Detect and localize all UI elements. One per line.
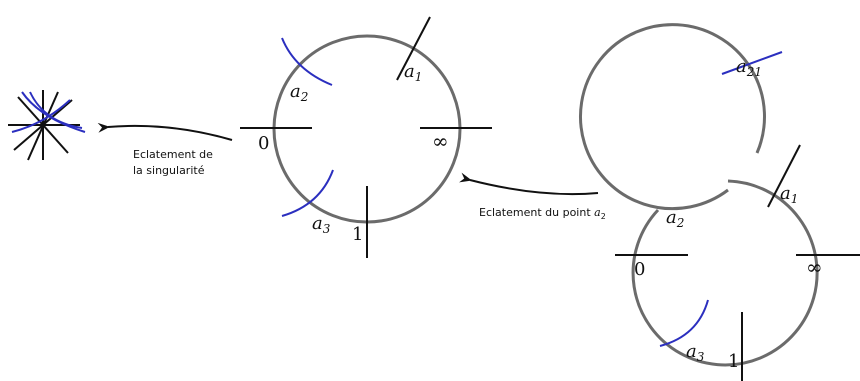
star-blue-curve-1	[21, 91, 86, 133]
middle-label-a1: a1	[404, 61, 422, 84]
right-curve-a21	[721, 51, 783, 75]
right-label-one: 1	[728, 351, 739, 372]
middle-curve-a3	[281, 169, 334, 217]
right-label-a2: a2	[666, 207, 684, 230]
right-label-a21: a21	[736, 56, 762, 79]
right-second-exceptional-divisor	[579, 23, 766, 211]
star-diagonal-line-3	[27, 91, 59, 161]
caption-blowup-point: Eclatement du point a2	[479, 206, 606, 221]
singularity-star	[8, 90, 86, 161]
right-curve-a1	[767, 144, 801, 208]
middle-blowup: a1 a2 a3 0 1 ∞	[240, 16, 492, 258]
middle-label-a3: a3	[312, 213, 331, 236]
middle-label-infinity: ∞	[432, 129, 449, 153]
caption-blowup-singularity-line1: Eclatement de	[133, 148, 213, 161]
right-curve-a3	[659, 299, 709, 347]
middle-label-a2: a2	[290, 81, 308, 104]
star-blue-curve-3	[11, 99, 71, 133]
right-label-zero: 0	[634, 259, 645, 280]
middle-label-zero: 0	[258, 133, 269, 154]
middle-curve-a1	[396, 16, 431, 81]
right-label-infinity: ∞	[806, 255, 823, 279]
arrow-blowup-point	[459, 172, 599, 196]
caption-blowup-singularity-line2: la singularité	[133, 164, 205, 177]
right-label-a3: a3	[686, 341, 705, 364]
right-first-exceptional-divisor	[631, 179, 819, 367]
arrow-blowup-singularity	[97, 122, 233, 141]
middle-curve-a2	[281, 37, 333, 86]
right-label-a1: a1	[780, 183, 798, 206]
right-blowup: a21 a1 a2 a3 0 1 ∞	[579, 23, 860, 381]
middle-label-one: 1	[352, 224, 363, 245]
